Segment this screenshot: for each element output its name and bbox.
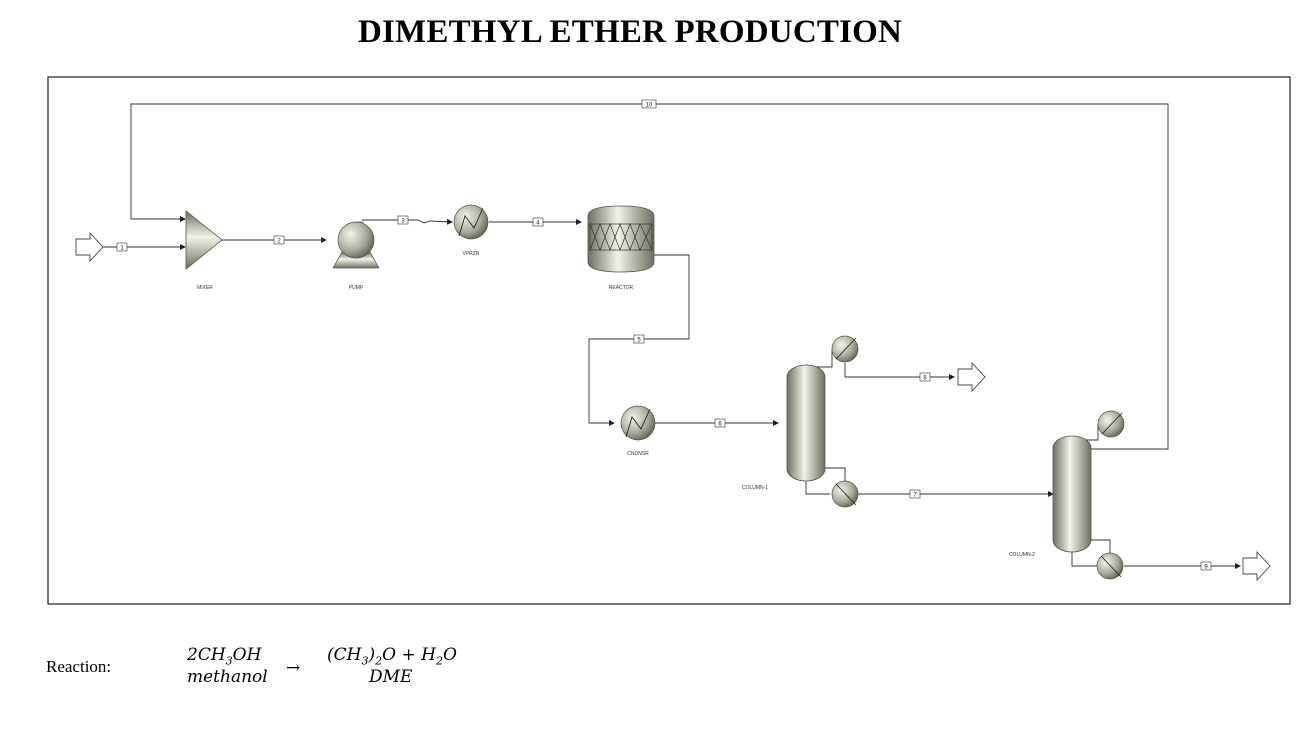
stream-tag-2[interactable]: 2 [273, 235, 285, 245]
reactant-name: methanol [187, 667, 268, 687]
stream-tag-5[interactable]: 5 [633, 334, 645, 344]
column-1-reboiler-icon[interactable] [831, 480, 859, 508]
reactant-subscript: 3 [225, 654, 233, 668]
water-formula-part: O [442, 645, 457, 665]
column-2-label: COLUMN-2 [1009, 552, 1035, 558]
column-2-condenser-icon[interactable] [1097, 410, 1125, 438]
stream-tag-5-text: 5 [637, 338, 641, 344]
reactant-formula: 2CH3OH [187, 645, 261, 667]
product-formula-part: O [382, 645, 397, 665]
product-formula-part: (CH [327, 645, 362, 665]
column1-bottoms-loop [805, 479, 830, 495]
column2-bottoms-loop [1071, 550, 1097, 567]
water-formula-part: H [421, 645, 436, 665]
stream-tag-2-text: 2 [277, 239, 281, 245]
stream-tag-3[interactable]: 3 [397, 215, 409, 225]
product-formula-part: ) [368, 645, 376, 665]
stream-tag-1[interactable]: 1 [116, 242, 128, 252]
stream-tag-9-text: 9 [1204, 565, 1208, 571]
stream-tag-4-text: 4 [536, 221, 540, 227]
column-2-reboiler-icon[interactable] [1096, 552, 1124, 580]
reaction-equation: Reaction: 2CH3OH methanol → (CH3)2O + H2… [46, 645, 546, 695]
plus-sign: + [401, 645, 416, 665]
column-2-icon[interactable] [1052, 435, 1092, 553]
reactant-coefficient: 2 [187, 645, 198, 665]
stream-tag-10[interactable]: 10 [641, 99, 657, 109]
stream-tag-8-text: 8 [923, 376, 927, 382]
reaction-arrow-icon: → [286, 658, 301, 678]
column1-overhead-loop [806, 349, 833, 368]
feed-arrow-icon[interactable] [75, 231, 104, 263]
stream-tag-6[interactable]: 6 [714, 418, 726, 428]
mixer-label: MIXER [197, 285, 213, 291]
stream-tag-6-text: 6 [718, 422, 722, 428]
water-subscript: 2 [435, 654, 443, 668]
column1-reboiler-line [824, 467, 846, 481]
vaporizer-label: VPRZR [463, 251, 480, 257]
stream-tag-8[interactable]: 8 [919, 372, 931, 382]
mixer-icon[interactable] [185, 210, 223, 270]
stream-tag-7[interactable]: 7 [909, 489, 921, 499]
column2-reboiler-line [1090, 539, 1111, 553]
stream-tag-1-text: 1 [120, 246, 124, 252]
reaction-label: Reaction: [46, 657, 112, 676]
stream-tag-10-text: 10 [646, 103, 653, 109]
product-formula: (CH3)2O + H2O [327, 645, 457, 667]
stream-tag-7-text: 7 [913, 493, 917, 499]
pump-icon[interactable] [332, 221, 380, 269]
product-arrow-9-icon[interactable] [1242, 550, 1271, 582]
column-1-condenser-icon[interactable] [831, 335, 859, 363]
stream-tag-4[interactable]: 4 [532, 217, 544, 227]
reactant-formula-part: OH [232, 645, 262, 665]
stream-tag-3-text: 3 [401, 219, 405, 225]
product-name: DME [369, 667, 413, 687]
column-1-label: COLUMN-1 [742, 485, 768, 491]
vaporizer-icon[interactable] [453, 204, 489, 240]
reactor-label: REACTOR [609, 285, 634, 291]
stream-10-line[interactable] [130, 103, 1169, 450]
reactant-formula-part: CH [197, 645, 226, 665]
condenser-icon[interactable] [620, 405, 656, 441]
column-1-icon[interactable] [786, 364, 826, 482]
condenser-label: CNDNSR [627, 451, 649, 457]
stream-tag-9[interactable]: 9 [1200, 561, 1212, 571]
product-arrow-8-icon[interactable] [957, 361, 986, 393]
product-subscript: 3 [361, 654, 369, 668]
pump-label: PUMP [349, 285, 364, 291]
flowsheet-border [47, 76, 1291, 605]
reactor-icon[interactable] [587, 205, 655, 273]
product-subscript: 2 [375, 654, 383, 668]
page-title: DIMETHYL ETHER PRODUCTION [357, 14, 903, 50]
